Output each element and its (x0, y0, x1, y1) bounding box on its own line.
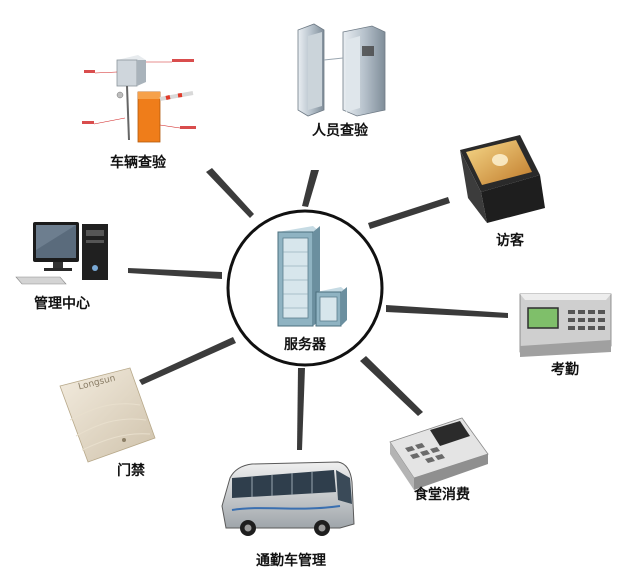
connector-spokes (128, 168, 508, 450)
label-door-access: 门禁 (117, 463, 145, 479)
server-rack-icon (277, 226, 347, 327)
spoke-canteen (360, 356, 423, 416)
spoke-bus (297, 368, 305, 450)
spoke-mgmt (128, 268, 222, 279)
turnstile-icon (297, 23, 386, 117)
spoke-attendance (386, 305, 508, 318)
spoke-vehicle (206, 168, 254, 218)
spoke-door (139, 337, 236, 385)
label-person-inspection: 人员查验 (312, 123, 368, 139)
vehicle-barrier-icon (82, 55, 196, 143)
bus-icon (221, 461, 355, 536)
label-attendance: 考勤 (551, 362, 579, 378)
card-reader-icon (59, 367, 156, 463)
label-vehicle-inspection: 车辆查验 (110, 155, 166, 171)
label-server: 服务器 (284, 337, 326, 353)
visitor-terminal-icon (460, 135, 545, 223)
attendance-terminal-icon (519, 293, 612, 357)
label-bus-management: 通勤车管理 (256, 553, 326, 569)
pos-terminal-icon (389, 417, 489, 490)
label-management-center: 管理中心 (34, 296, 90, 312)
spoke-person (302, 170, 319, 207)
computer-icon (15, 222, 108, 285)
server-hub (226, 209, 384, 367)
label-canteen: 食堂消费 (414, 487, 470, 503)
spoke-visitor (368, 197, 450, 229)
label-visitor: 访客 (496, 233, 524, 249)
